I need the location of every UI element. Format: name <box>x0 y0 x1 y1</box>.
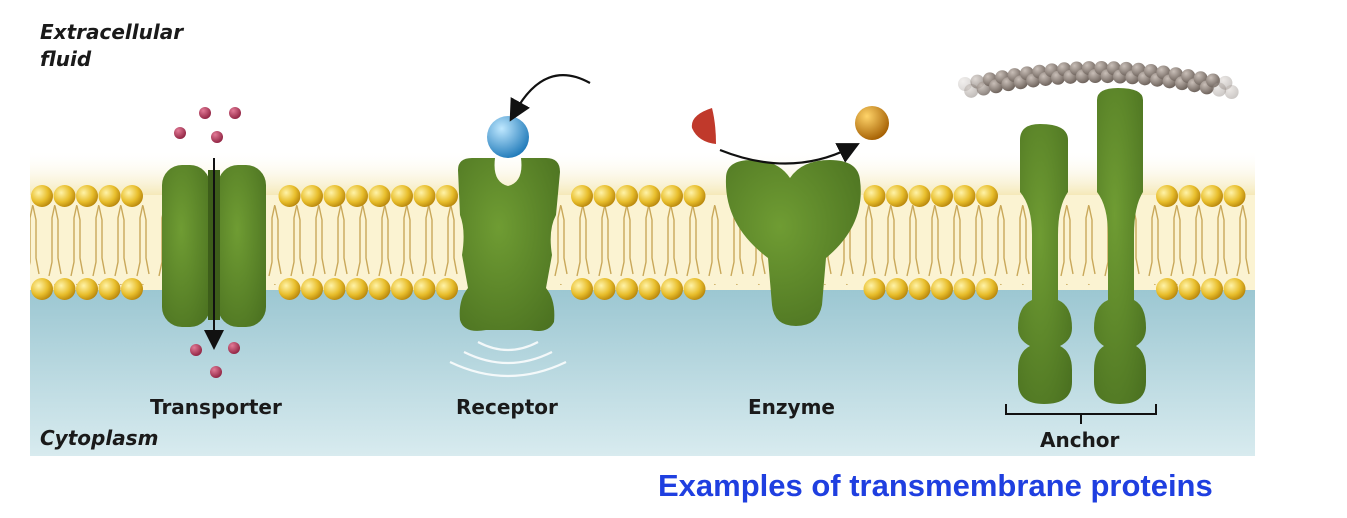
lipid-head <box>616 185 638 207</box>
lipid-head <box>616 278 638 300</box>
lipid-head <box>323 278 346 300</box>
lipid-head <box>121 185 143 207</box>
lipid-head <box>98 278 121 300</box>
lipid-head <box>1201 185 1223 207</box>
lipid-head <box>976 185 998 207</box>
lipid-head <box>436 185 458 207</box>
lipid-head <box>346 278 368 300</box>
enzyme-protein <box>725 160 861 326</box>
extracellular-label-line2: fluid <box>40 47 92 71</box>
lipid-head <box>413 278 436 300</box>
lipid-head <box>683 278 706 300</box>
lipid-head <box>76 185 98 207</box>
lipid-head <box>886 278 908 300</box>
receptor-label: Receptor <box>456 395 558 419</box>
lipid-head <box>661 185 683 207</box>
lipid-head <box>31 185 53 207</box>
lipid-head <box>1223 185 1246 207</box>
lipid-head <box>863 185 886 207</box>
lipid-head <box>638 278 661 300</box>
lipid-head <box>1156 185 1178 207</box>
lipid-head <box>98 185 121 207</box>
lipid-head <box>863 278 886 300</box>
signal-waves <box>449 341 567 378</box>
lipid-head <box>1156 278 1178 300</box>
extracellular-label-line1: Extracellular <box>40 20 184 44</box>
lipid-head <box>53 278 76 300</box>
lipid-head <box>571 278 593 300</box>
lipid-head <box>931 185 953 207</box>
lipid-head <box>413 185 436 207</box>
lipid-heads-top <box>31 185 1246 207</box>
reaction-arrow <box>719 143 860 165</box>
lipid-head <box>593 278 616 300</box>
figure-caption: Examples of transmembrane proteins <box>658 468 1213 503</box>
lipid-head <box>931 278 953 300</box>
receptor-protein <box>458 158 560 331</box>
lipid-head <box>908 278 931 300</box>
anchor-bracket <box>1005 404 1157 424</box>
lipid-head <box>53 185 76 207</box>
anchor-protein-right <box>1094 88 1146 404</box>
lipid-head <box>593 185 616 207</box>
cytoskeleton-filament <box>958 61 1239 99</box>
lipid-head <box>683 185 706 207</box>
lipid-head <box>638 185 661 207</box>
lipid-head <box>953 185 976 207</box>
product-molecule <box>855 106 889 140</box>
lipid-head <box>1223 278 1246 300</box>
lipid-head <box>278 278 301 300</box>
lipid-head <box>278 185 301 207</box>
filament-bead <box>1224 85 1239 99</box>
solute-particles <box>174 107 241 378</box>
lipid-head <box>976 278 998 300</box>
lipid-head <box>886 185 908 207</box>
enzyme-label: Enzyme <box>748 395 835 419</box>
binding-arrow <box>509 74 591 122</box>
lipid-head <box>301 278 323 300</box>
lipid-head <box>908 185 931 207</box>
lipid-head <box>301 185 323 207</box>
transporter-label: Transporter <box>150 395 282 419</box>
lipid-head <box>323 185 346 207</box>
substrate-molecule <box>691 108 716 144</box>
lipid-head <box>121 278 143 300</box>
lipid-head <box>368 185 391 207</box>
anchor-protein-left <box>1018 124 1072 404</box>
lipid-head <box>1178 185 1201 207</box>
lipid-head <box>953 278 976 300</box>
lipid-head <box>31 278 53 300</box>
lipid-head <box>346 185 368 207</box>
lipid-head <box>571 185 593 207</box>
lipid-head <box>368 278 391 300</box>
cytoplasm-label: Cytoplasm <box>40 426 159 450</box>
anchor-label: Anchor <box>1040 428 1120 452</box>
lipid-head <box>391 185 413 207</box>
signal-molecule <box>487 116 529 158</box>
lipid-head <box>436 278 458 300</box>
lipid-head <box>391 278 413 300</box>
lipid-head <box>76 278 98 300</box>
lipid-head <box>1178 278 1201 300</box>
lipid-head <box>661 278 683 300</box>
lipid-head <box>1201 278 1223 300</box>
lipid-heads-bottom <box>31 278 1246 300</box>
transporter-protein <box>162 165 266 327</box>
